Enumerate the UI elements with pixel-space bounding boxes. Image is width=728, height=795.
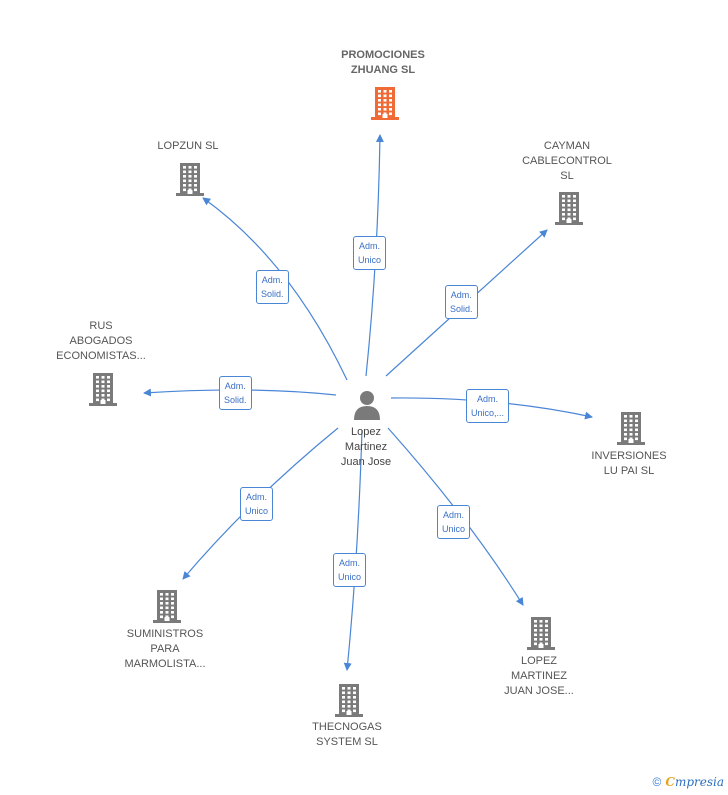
role-label-lopezmj: Adm. Unico: [437, 505, 471, 539]
company-label-suministros[interactable]: SUMINISTROS PARA MARMOLISTA...: [124, 628, 206, 670]
empresia-logo: Cmpresia: [665, 775, 724, 789]
building-icon: [527, 617, 555, 650]
role-label-inversiones: Adm. Unico,...: [466, 389, 510, 423]
building-icon: [335, 684, 363, 717]
role-label-rus: Adm. Solid.: [219, 376, 252, 410]
company-label-thecnogas[interactable]: THECNOGAS SYSTEM SL: [312, 721, 382, 748]
company-label-promociones[interactable]: PROMOCIONES ZHUANG SL: [341, 49, 425, 76]
company-label-cayman[interactable]: CAYMAN CABLECONTROL SL: [522, 140, 612, 182]
building-icon: [89, 373, 117, 406]
company-node-lopezmj[interactable]: [526, 615, 556, 656]
building-icon: [153, 590, 181, 623]
person-icon: [354, 391, 380, 420]
company-node-promociones[interactable]: [370, 85, 400, 126]
role-label-cayman: Adm. Solid.: [445, 285, 478, 319]
building-icon: [617, 412, 645, 445]
building-icon: [555, 192, 583, 225]
company-node-cayman[interactable]: [554, 190, 584, 231]
company-node-lopzun[interactable]: [175, 161, 205, 202]
company-label-rus[interactable]: RUS ABOGADOS ECONOMISTAS...: [56, 320, 146, 362]
copyright-symbol: ©: [652, 775, 662, 789]
footer-brand: © Cmpresia: [653, 775, 724, 789]
company-label-inversiones[interactable]: INVERSIONES LU PAI SL: [591, 450, 667, 477]
company-node-suministros[interactable]: [152, 588, 182, 629]
company-node-rus[interactable]: [88, 371, 118, 412]
role-label-promociones: Adm. Unico: [353, 236, 387, 270]
company-label-lopzun[interactable]: LOPZUN SL: [157, 140, 219, 152]
center-person-label[interactable]: Lopez Martinez Juan Jose: [340, 426, 392, 468]
role-label-thecnogas: Adm. Unico: [333, 553, 367, 587]
center-person[interactable]: [353, 390, 381, 425]
role-label-suministros: Adm. Unico: [240, 487, 274, 521]
company-label-lopezmj[interactable]: LOPEZ MARTINEZ JUAN JOSE...: [504, 655, 574, 697]
company-node-inversiones[interactable]: [616, 410, 646, 451]
company-node-thecnogas[interactable]: [334, 682, 364, 723]
building-icon: [176, 163, 204, 196]
building-icon: [371, 87, 399, 120]
role-label-lopzun: Adm. Solid.: [256, 270, 289, 304]
